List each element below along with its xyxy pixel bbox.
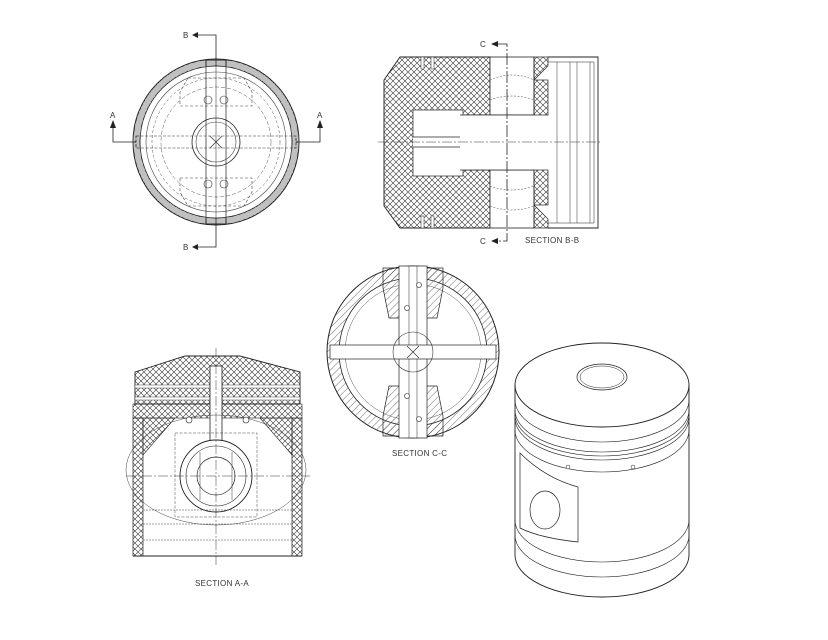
cut-label-a-left: A	[110, 111, 116, 120]
cut-label-b-bottom: B	[183, 243, 188, 252]
cut-label-b-top: B	[183, 31, 188, 40]
section-aa-view: SECTION A-A	[125, 348, 310, 588]
isometric-view	[514, 342, 690, 598]
section-cc-view: SECTION C-C	[326, 265, 500, 458]
view-title-section-bb: SECTION B-B	[525, 236, 579, 245]
section-cut-a: A A	[110, 111, 323, 143]
view-title-section-aa: SECTION A-A	[195, 579, 249, 588]
section-cut-b: B B	[183, 31, 217, 252]
cut-label-c-top: C	[480, 40, 486, 49]
top-view: A A B B	[110, 31, 323, 252]
view-title-section-cc: SECTION C-C	[392, 449, 447, 458]
section-cut-c: C C	[480, 40, 508, 246]
cut-label-c-bottom: C	[480, 237, 486, 246]
cut-label-a-right: A	[317, 111, 323, 120]
section-bb-view: C C SECTION B-B	[378, 40, 602, 246]
